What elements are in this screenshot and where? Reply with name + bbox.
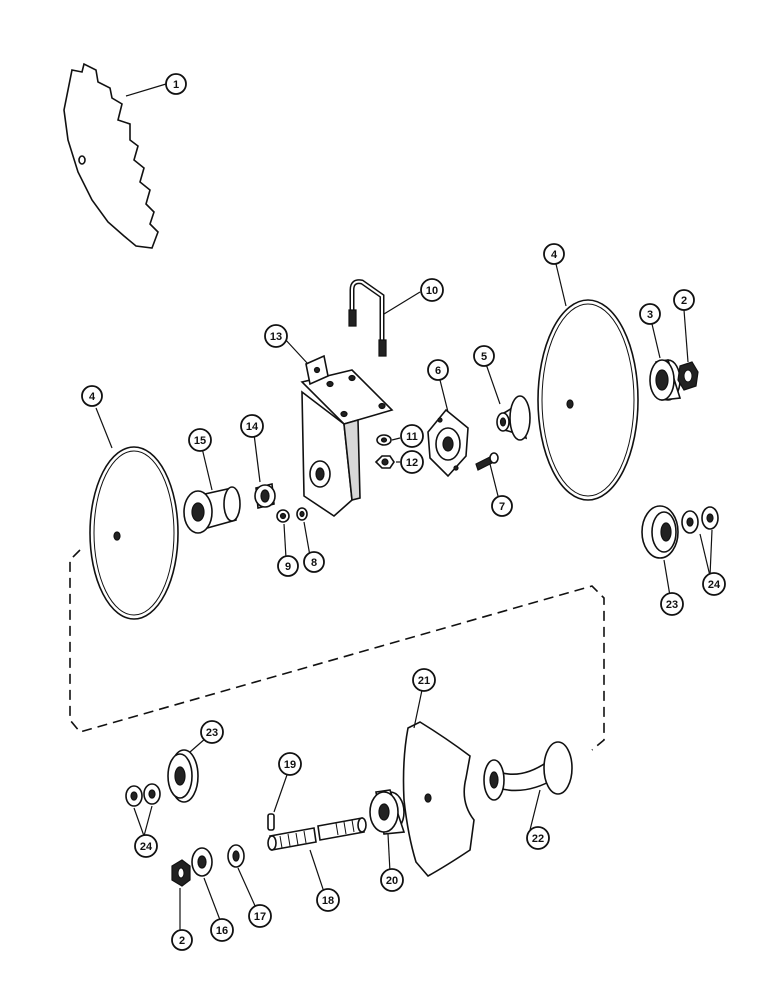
plain-disc-blade-right <box>537 299 639 501</box>
thick-washer <box>191 847 213 877</box>
callout-22: 22 <box>526 826 550 850</box>
small-washer <box>296 507 308 521</box>
callout-24-lower: 24 <box>134 834 158 858</box>
spacer-washer <box>227 844 245 868</box>
callout-17: 17 <box>248 904 272 928</box>
svg-text:20: 20 <box>386 875 398 887</box>
axle-shaft <box>267 817 367 851</box>
callout-4-left: 4 <box>81 385 103 407</box>
callout-8: 8 <box>303 551 325 573</box>
svg-text:4: 4 <box>89 391 96 403</box>
castle-nut-lower <box>171 859 191 887</box>
svg-text:24: 24 <box>140 841 153 853</box>
callout-24-right: 24 <box>702 572 726 596</box>
svg-text:2: 2 <box>179 935 185 947</box>
spool <box>483 741 573 801</box>
svg-text:3: 3 <box>647 309 653 321</box>
callout-4-right: 4 <box>543 243 565 265</box>
svg-text:8: 8 <box>311 557 317 569</box>
callout-16: 16 <box>210 918 234 942</box>
hex-nut <box>374 455 395 469</box>
carriage-bolt <box>475 452 499 471</box>
callout-23-right: 23 <box>660 592 684 616</box>
dust-cup-lower <box>167 749 199 803</box>
callout-1: 1 <box>165 73 187 95</box>
mounting-bracket <box>300 354 394 518</box>
svg-text:6: 6 <box>435 365 441 377</box>
callout-18: 18 <box>316 888 340 912</box>
svg-text:12: 12 <box>406 457 418 469</box>
svg-text:18: 18 <box>322 895 334 907</box>
leader-lines <box>95 83 713 932</box>
callout-14: 14 <box>240 414 264 438</box>
svg-text:4: 4 <box>551 249 558 261</box>
callout-9: 9 <box>277 555 299 577</box>
svg-text:19: 19 <box>284 759 296 771</box>
svg-text:24: 24 <box>708 579 721 591</box>
callout-5: 5 <box>473 345 495 367</box>
svg-text:22: 22 <box>532 833 544 845</box>
svg-text:9: 9 <box>285 561 291 573</box>
svg-text:7: 7 <box>499 501 505 513</box>
callout-21: 21 <box>412 668 436 692</box>
svg-text:5: 5 <box>481 351 487 363</box>
svg-text:17: 17 <box>254 911 266 923</box>
lock-washer <box>376 434 392 446</box>
svg-text:14: 14 <box>246 421 259 433</box>
bearing <box>649 359 682 401</box>
assembly-boundary <box>69 549 605 751</box>
callout-2-lower: 2 <box>171 929 193 951</box>
svg-text:10: 10 <box>426 285 438 297</box>
callout-20: 20 <box>380 868 404 892</box>
callout-7: 7 <box>491 495 513 517</box>
callout-19: 19 <box>278 752 302 776</box>
shaft-spacer <box>369 789 406 835</box>
svg-text:13: 13 <box>270 331 282 343</box>
spool-spacer <box>183 486 241 534</box>
notched-disc-blade <box>63 62 159 249</box>
bearing-hub <box>496 395 531 441</box>
flat-washer-pair <box>681 506 719 534</box>
svg-text:2: 2 <box>681 295 687 307</box>
callout-3: 3 <box>639 303 661 325</box>
dust-cup <box>641 505 679 559</box>
svg-text:11: 11 <box>406 431 418 443</box>
roll-pin <box>267 813 275 831</box>
castle-nut <box>677 361 699 391</box>
plain-disc-blade-left <box>89 446 179 620</box>
callout-13: 13 <box>264 324 288 348</box>
callout-12: 12 <box>400 450 424 474</box>
callout-11: 11 <box>400 424 424 448</box>
svg-text:16: 16 <box>216 925 228 937</box>
flat-washer-pair-lower <box>125 783 161 807</box>
callout-6: 6 <box>427 359 449 381</box>
bushing <box>254 482 276 510</box>
small-nut <box>276 509 290 523</box>
callout-23-lower: 23 <box>200 720 224 744</box>
callout-15: 15 <box>188 428 212 452</box>
callout-10: 10 <box>420 278 444 302</box>
svg-text:15: 15 <box>194 435 206 447</box>
svg-text:23: 23 <box>666 599 678 611</box>
svg-text:1: 1 <box>173 79 179 91</box>
callout-2-upper: 2 <box>673 289 695 311</box>
scraper-plate <box>402 721 475 878</box>
u-bolt <box>348 279 387 357</box>
svg-text:21: 21 <box>418 675 430 687</box>
svg-text:23: 23 <box>206 727 218 739</box>
bearing-flange <box>427 408 469 478</box>
